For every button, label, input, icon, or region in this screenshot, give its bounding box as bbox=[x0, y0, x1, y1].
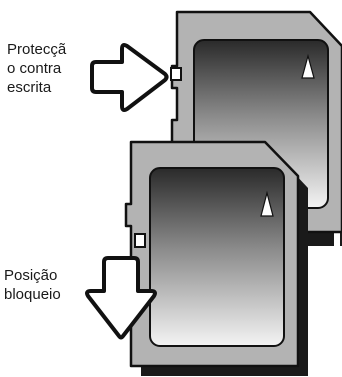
write-protect-label: Protecçã o contra escrita bbox=[7, 41, 67, 96]
arrow-right-icon bbox=[90, 43, 169, 112]
sd-card-front-label bbox=[149, 167, 285, 347]
sd-card-back-triangle bbox=[301, 53, 315, 79]
sd-card-front bbox=[124, 140, 308, 376]
sd-card-front-triangle bbox=[260, 190, 274, 217]
lock-position-label: Posição bloqueio bbox=[4, 267, 61, 303]
write-protect-switch-locked bbox=[134, 233, 146, 248]
write-protect-switch-unlocked bbox=[170, 67, 182, 81]
arrow-down-icon bbox=[85, 256, 157, 340]
